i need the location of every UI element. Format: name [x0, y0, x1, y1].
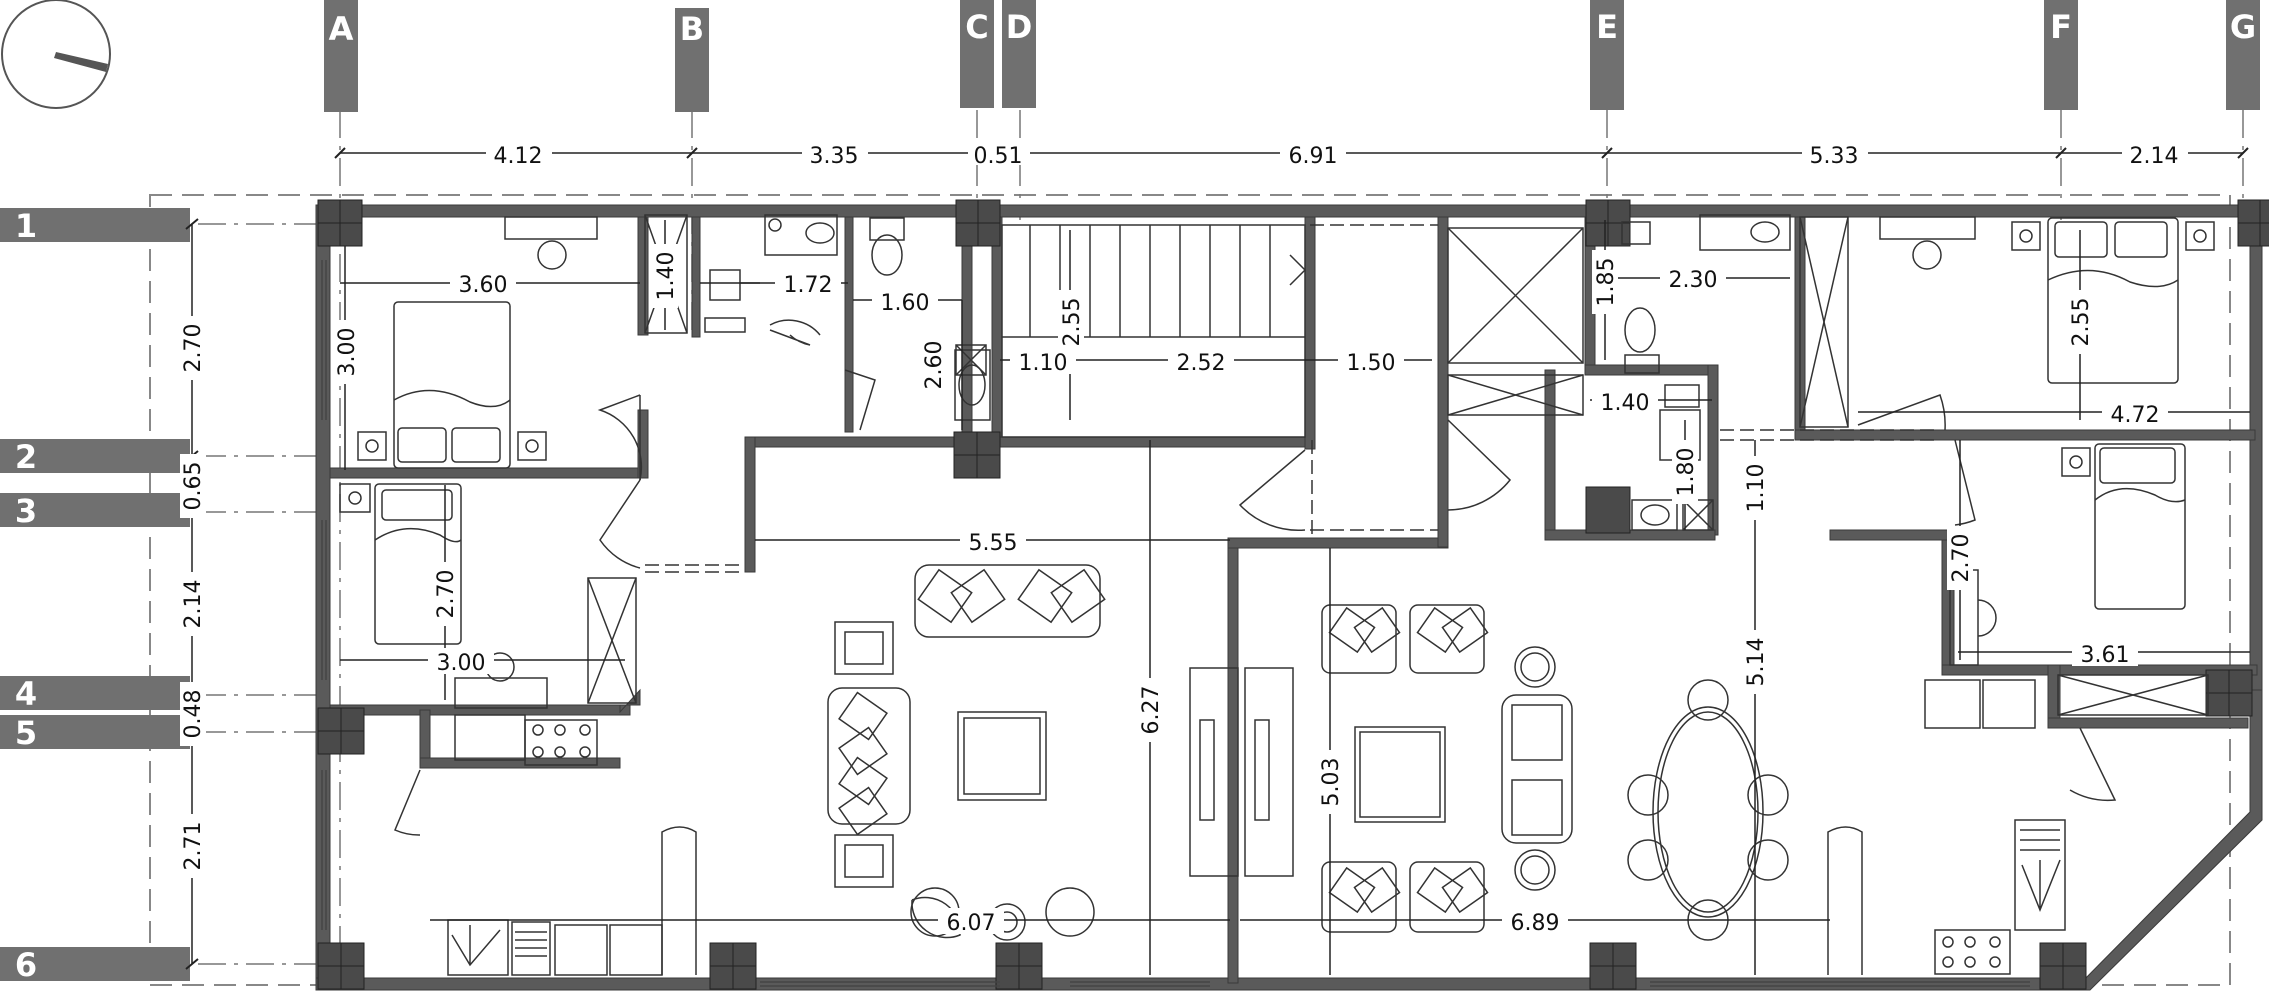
dimension-label: 2.71 — [181, 822, 206, 871]
svg-text:F: F — [2050, 8, 2072, 46]
dimension-label: 5.55 — [969, 531, 1018, 556]
grid-column-tag-c: C — [960, 0, 994, 108]
windows — [321, 260, 2030, 987]
svg-text:A: A — [329, 10, 354, 48]
svg-text:3: 3 — [15, 492, 37, 530]
svg-text:4: 4 — [15, 675, 37, 713]
dimension-label: 2.14 — [181, 580, 206, 629]
dimension-label: 0.65 — [181, 462, 206, 511]
north-arrow-icon — [1, 0, 111, 109]
svg-text:G: G — [2230, 8, 2256, 46]
dimension-label: 2.14 — [2130, 144, 2179, 169]
dimension-label: 0.48 — [181, 690, 206, 739]
dimension-label: 4.12 — [494, 144, 543, 169]
opening-lines — [645, 429, 1940, 573]
room-dimension-labels: 3.60 3.00 1.40 1.72 1.60 2.60 2.55 1.10 … — [333, 244, 2168, 936]
dimension-label: 2.30 — [1669, 268, 1718, 293]
dimension-label: 1.10 — [1744, 464, 1769, 513]
doors — [394, 329, 2117, 836]
dimension-label: 6.27 — [1139, 686, 1164, 735]
dimension-label: 1.60 — [881, 291, 930, 316]
dimension-label: 2.70 — [1949, 534, 1974, 583]
grid-row-tag-2: 2 — [0, 438, 190, 476]
grid-column-tag-d: D — [1002, 0, 1036, 108]
grid-row-tag-1: 1 — [0, 207, 190, 245]
top-dimension-chain: 4.12 3.35 0.51 6.91 5.33 2.14 — [334, 139, 2249, 169]
svg-text:E: E — [1596, 8, 1618, 46]
dimension-label: 2.60 — [922, 341, 947, 390]
grid-column-tag-e: E — [1590, 0, 1624, 110]
dimension-label: 1.72 — [784, 273, 833, 298]
furniture — [339, 214, 2215, 976]
dimension-label: 6.91 — [1289, 144, 1338, 169]
dimension-label: 2.55 — [1060, 298, 1085, 347]
grid-column-tag-f: F — [2044, 0, 2078, 110]
left-dimension-chain: 2.70 0.65 2.14 0.48 2.71 — [180, 218, 206, 970]
dimension-label: 4.72 — [2111, 403, 2160, 428]
staircase — [1001, 224, 1438, 531]
interior-dimension-lines — [340, 220, 2250, 975]
grid-column-tag-a: A — [324, 0, 358, 112]
elevator-shaft — [587, 214, 2209, 716]
svg-text:2: 2 — [15, 438, 37, 476]
dimension-label: 1.10 — [1019, 351, 1068, 376]
dimension-label: 5.14 — [1744, 638, 1769, 687]
grid-column-tag-b: B — [675, 8, 709, 112]
dimension-label: 2.52 — [1177, 351, 1226, 376]
dimension-label: 6.89 — [1511, 911, 1560, 936]
dimension-label: 3.00 — [437, 651, 486, 676]
column-cross-lines — [318, 200, 2269, 989]
grid-row-tag-4: 4 — [0, 675, 190, 713]
dimension-label: 5.33 — [1810, 144, 1859, 169]
svg-text:B: B — [680, 10, 704, 48]
dimension-label: 3.35 — [810, 144, 859, 169]
dimension-label: 1.40 — [1601, 391, 1650, 416]
svg-text:6: 6 — [15, 946, 37, 984]
dimension-label: 1.50 — [1347, 351, 1396, 376]
svg-text:5: 5 — [15, 714, 37, 752]
dimension-label: 3.61 — [2081, 643, 2130, 668]
grid-lines — [150, 110, 2244, 990]
dimension-label: 2.70 — [434, 570, 459, 619]
svg-text:C: C — [965, 8, 988, 46]
dimension-label: 1.85 — [1594, 258, 1619, 307]
walls — [315, 204, 2263, 991]
svg-text:D: D — [1006, 8, 1033, 46]
dimension-label: 3.00 — [335, 328, 360, 377]
svg-text:1: 1 — [15, 207, 37, 245]
dimension-label: 5.03 — [1319, 758, 1344, 807]
dimension-label: 1.40 — [654, 252, 679, 301]
dimension-label: 2.55 — [2069, 298, 2094, 347]
dimension-label: 6.07 — [947, 911, 996, 936]
dimension-label: 0.51 — [974, 144, 1023, 169]
dimension-label: 3.60 — [459, 273, 508, 298]
dimension-label: 1.80 — [1674, 448, 1699, 497]
grid-column-tag-g: G — [2226, 0, 2260, 110]
grid-row-tag-5: 5 — [0, 714, 190, 752]
grid-row-tag-3: 3 — [0, 492, 190, 530]
grid-row-tag-6: 6 — [0, 946, 190, 984]
dimension-label: 2.70 — [181, 324, 206, 373]
